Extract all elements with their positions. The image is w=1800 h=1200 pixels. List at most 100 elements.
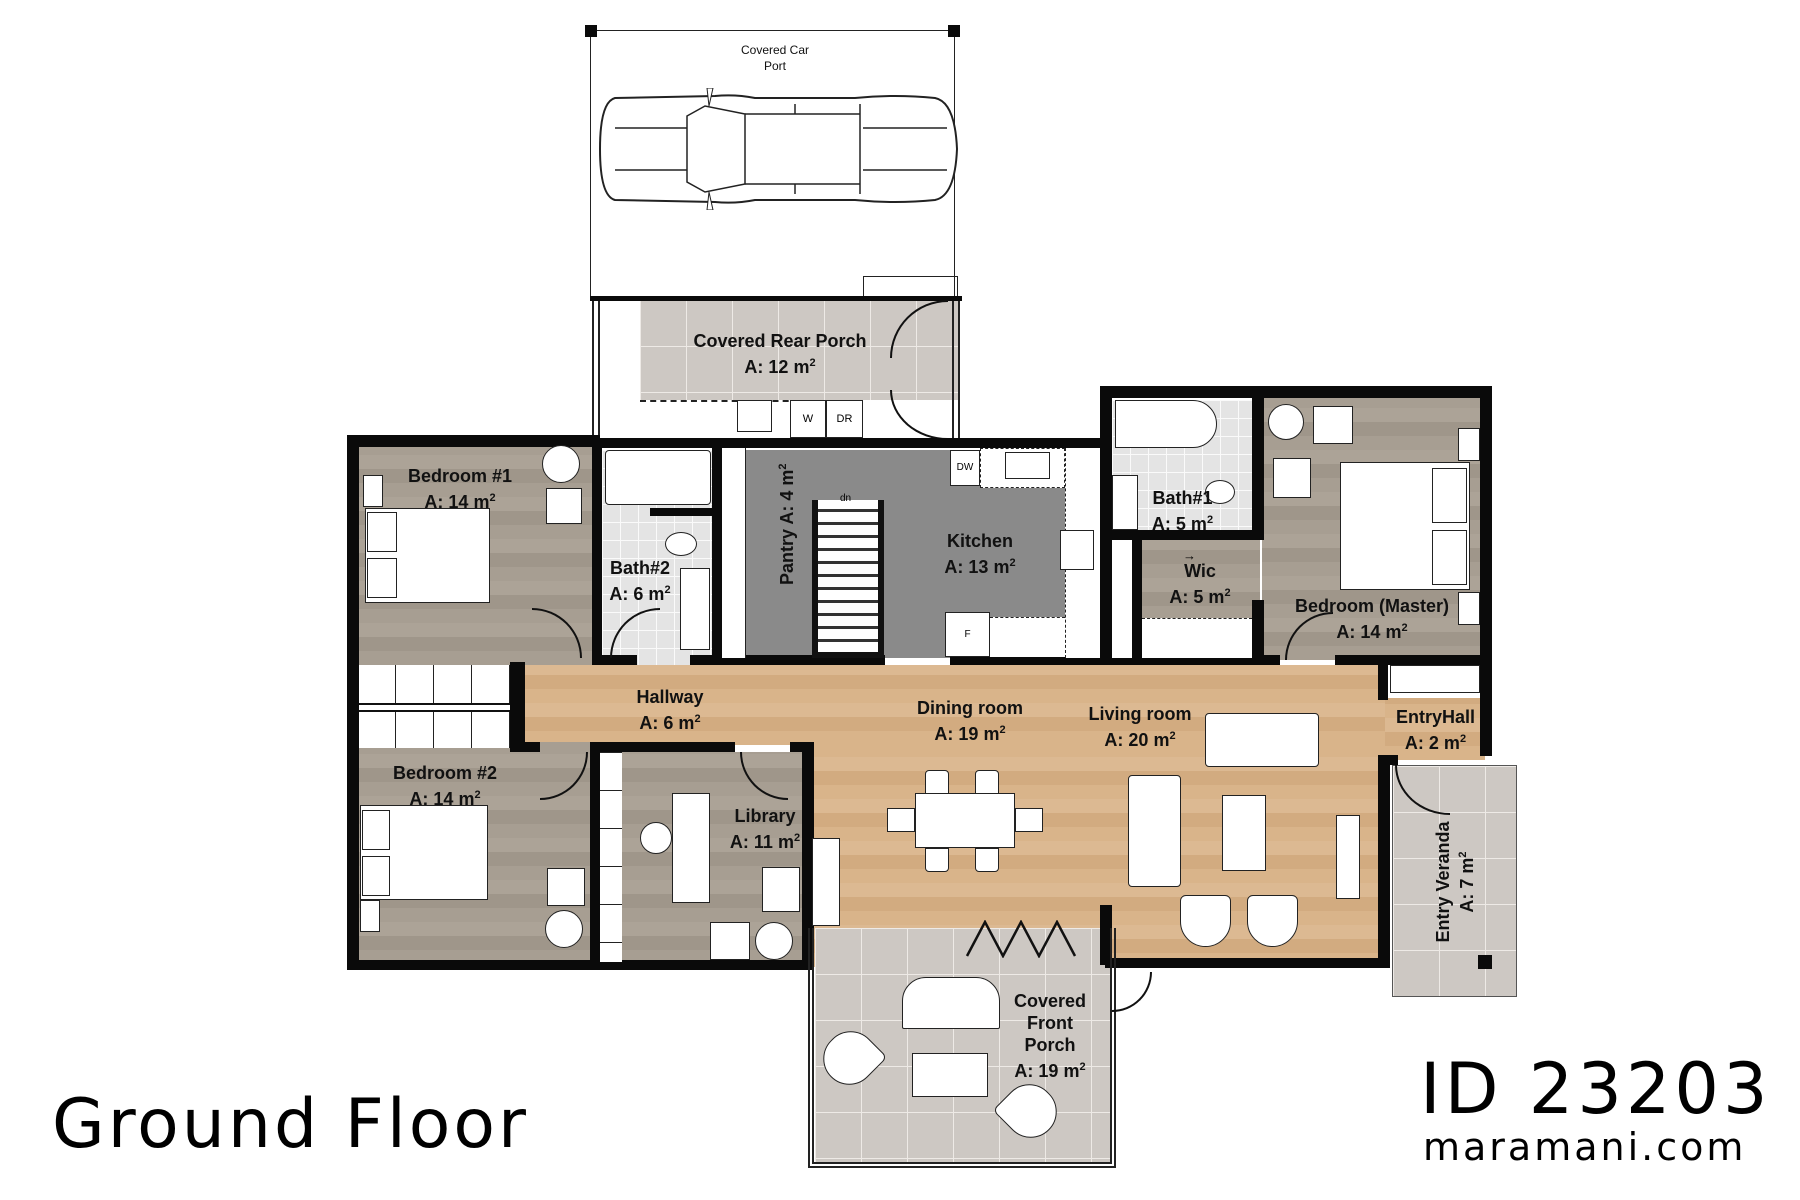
rear-porch-label: Covered Rear Porch A: 12 m2 (693, 331, 867, 377)
front-porch-side-door[interactable] (1112, 972, 1152, 1012)
bathtub-bath-1 (1115, 400, 1217, 448)
washer: W (790, 400, 826, 438)
website: maramani.com (1423, 1125, 1747, 1169)
car-port-step (863, 276, 958, 298)
sofa-3-seat (1205, 713, 1319, 767)
armchair (762, 867, 800, 912)
shower-bath-2 (605, 450, 711, 505)
dining-chair (1015, 808, 1043, 832)
wic-label: Wic A: 5 m2 (1169, 561, 1231, 607)
wic-arrow-icon: → (1183, 548, 1196, 563)
stairs-dn-label: dn (840, 493, 852, 504)
dryer: DR (826, 400, 863, 438)
outdoor-table (912, 1053, 988, 1097)
wall-left-outer (347, 435, 359, 970)
bedroom-1-label: Bedroom #1 A: 14 m2 (407, 466, 513, 512)
wall-hall-top-master (1335, 655, 1490, 665)
pillow (1432, 530, 1467, 585)
pillow (1432, 468, 1467, 523)
wall-wic-left (1132, 540, 1142, 660)
entry-veranda-floor (1392, 765, 1517, 997)
wall-living-right (1378, 760, 1390, 965)
bifold-doors[interactable] (965, 919, 1085, 959)
wall-library-right (802, 742, 814, 967)
dresser (363, 475, 383, 507)
wall-master-top (1100, 386, 1490, 398)
wall-hall-bottom-lib2 (790, 742, 810, 752)
office-chair (640, 822, 672, 854)
sofa-2-seat (1128, 775, 1181, 887)
dining-chair (887, 808, 915, 832)
wall-living-bottom (1105, 958, 1390, 968)
wall-bath2-pantry (712, 440, 722, 658)
dining-chair (925, 770, 949, 794)
closet-bedroom-2 (357, 710, 510, 748)
stairs[interactable] (812, 500, 884, 658)
plan-title: Ground Floor (52, 1085, 529, 1164)
bath-2-label: Bath#2 A: 6 m2 (609, 558, 671, 604)
side-table (1268, 404, 1304, 440)
rear-porch-door-bottom[interactable] (890, 390, 948, 440)
armchair (546, 488, 582, 524)
dining-room-label: Dining room A: 19 m2 (917, 698, 1023, 744)
dining-chair (975, 848, 999, 872)
living-room-label: Living room A: 20 m2 (1088, 704, 1192, 750)
bath-1-label: Bath#1 A: 5 m2 (1151, 488, 1214, 534)
bath-2-divider (650, 508, 712, 516)
wall-hall-top-kitchen (950, 655, 1280, 665)
column (585, 25, 597, 37)
side-table (542, 445, 580, 483)
toilet-bath-1 (1205, 480, 1235, 504)
pillow (362, 810, 390, 850)
pillow (367, 558, 397, 598)
armchair (547, 868, 585, 906)
vanity-bath-1 (1112, 475, 1138, 530)
wall-hall-bottom-lib (590, 742, 735, 752)
dining-chair (925, 848, 949, 872)
column (948, 25, 960, 37)
kitchen-sink (1005, 452, 1050, 479)
wall-hall-top-mid (690, 655, 885, 665)
entry-closet (1390, 665, 1480, 693)
car-icon (595, 87, 963, 211)
wall-bath1-bottom (1112, 530, 1262, 540)
vanity-bath-2 (680, 568, 710, 650)
front-porch-outline (808, 928, 1116, 1168)
dishwasher: DW (950, 450, 980, 486)
entry-hall-floor (1385, 698, 1485, 760)
kitchen-counter-bottom (990, 617, 1065, 657)
wall-master-right (1480, 386, 1492, 756)
coffee-table (1222, 795, 1266, 871)
nightstand (1458, 592, 1480, 625)
wall-bottom-left (347, 960, 814, 970)
rear-porch-top-beam (590, 296, 962, 301)
library-label: Library A: 11 m2 (729, 806, 801, 852)
side-table (755, 922, 793, 960)
desk (672, 793, 710, 903)
armchair (1247, 895, 1298, 947)
wall-wic-master (1252, 600, 1264, 665)
dresser (360, 900, 380, 932)
armchair (1180, 895, 1231, 947)
car-port-label: Covered Car Port (740, 43, 810, 73)
armchair (1273, 458, 1311, 498)
rear-porch-floor (640, 300, 960, 400)
wall-bedroom1-top (347, 435, 600, 447)
laundry-sink (737, 400, 772, 432)
tv-console (1336, 815, 1360, 899)
wall-entry-left (1378, 660, 1388, 700)
side-table (545, 910, 583, 948)
entry-veranda-label: Entry Veranda A: 7 m2 (1433, 821, 1477, 943)
pantry-shelf (722, 448, 746, 658)
nightstand (1458, 428, 1480, 461)
armchair (710, 922, 750, 960)
plan-id: ID 23203 (1420, 1048, 1772, 1130)
dining-table (915, 793, 1015, 848)
wall-bed1-bath2 (592, 440, 602, 665)
sideboard (812, 838, 840, 926)
rear-porch-utility-area (600, 300, 640, 440)
rear-porch-left-wall (592, 298, 600, 440)
toilet-bath-2 (665, 532, 697, 556)
wall-bed2-library (590, 742, 600, 967)
front-porch-label: Covered Front Porch A: 19 m2 (1013, 991, 1087, 1081)
